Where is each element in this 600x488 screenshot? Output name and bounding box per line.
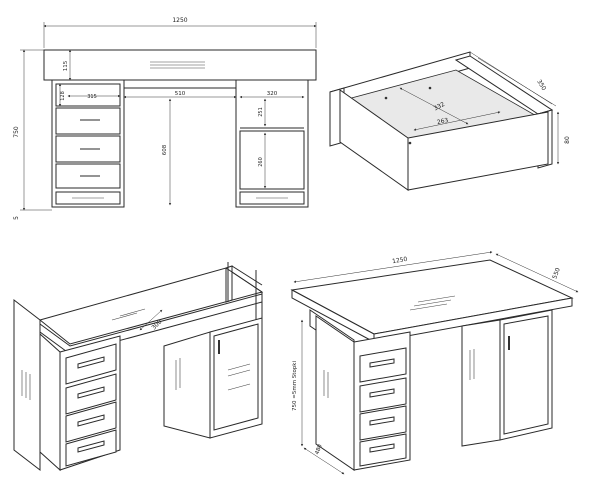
drawer-4 — [55, 163, 121, 189]
drawer-view: 350 80 332 263 — [329, 51, 571, 191]
dim-drawer-height: 128 — [60, 91, 66, 101]
dim-drawer-inner-depth: 332 — [433, 101, 447, 113]
dim-iso-plinth-depth: 480 — [314, 443, 323, 455]
dim-height-front: 750 — [13, 126, 20, 138]
dim-width-front: 1250 — [172, 17, 187, 24]
dim-drawer-height: 80 — [564, 136, 571, 144]
cabinet-door — [239, 130, 305, 190]
dim-cabinet-width: 320 — [267, 91, 278, 97]
dim-kneespace-width: 510 — [175, 91, 186, 97]
iso-left-desk: 300 — [13, 262, 264, 472]
drawer-2 — [55, 107, 121, 135]
dim-kneespace-height: 608 — [162, 144, 168, 155]
dim-iso-depth: 550 — [551, 267, 562, 280]
dim-door-height: 260 — [258, 157, 264, 167]
dim-plinth-front: 5 — [13, 216, 20, 220]
dim-drawer-inner-width: 263 — [436, 117, 449, 126]
dim-iso-height: 750 =5mm Stopki — [292, 361, 298, 412]
iso-right-desk: 1250 550 750 =5mm Stopki 480 — [290, 251, 579, 475]
dim-iso-width: 1250 — [392, 256, 408, 265]
dim-top-height: 115 — [63, 60, 69, 71]
dim-drawer-depth: 350 — [535, 78, 547, 92]
dim-shelf-height: 251 — [258, 107, 264, 117]
dim-drawer-width: 315 — [87, 94, 97, 100]
front-view: 1250 750 5 115 128 315 510 320 251 608 2… — [13, 17, 317, 220]
